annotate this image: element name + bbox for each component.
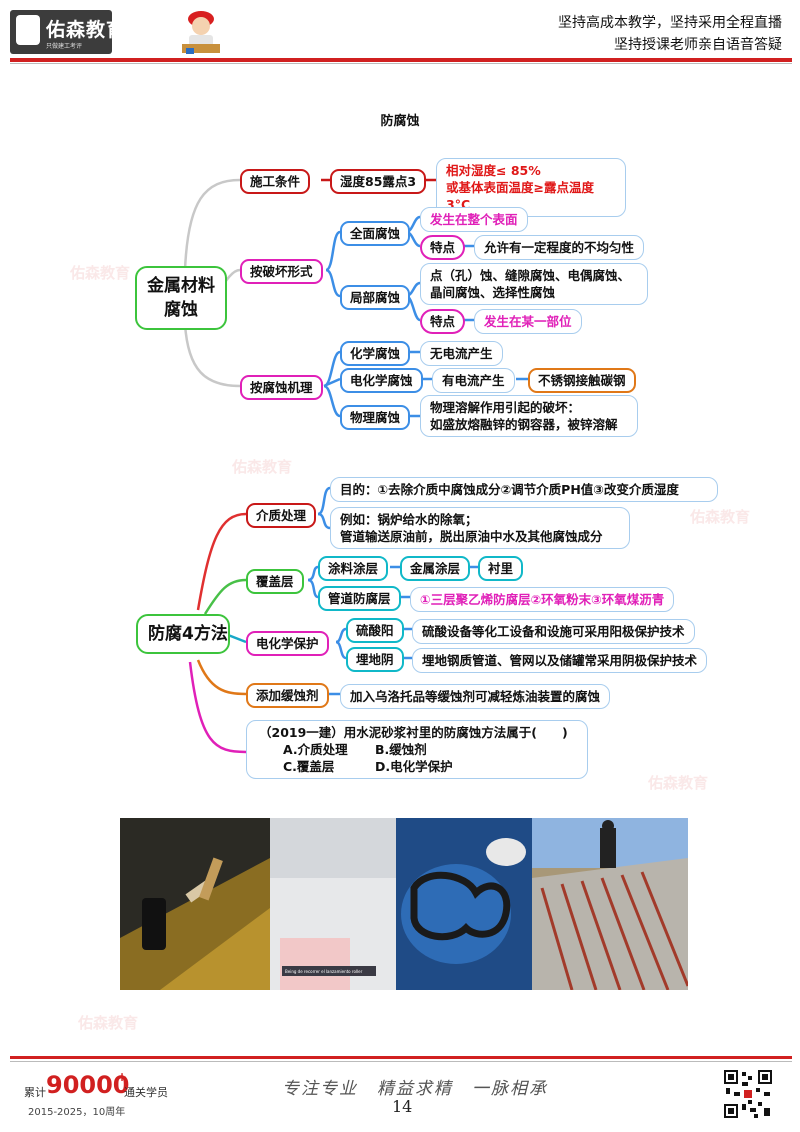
logo-text: 佑森教育	[46, 19, 127, 41]
watermark: 佑森教育	[232, 458, 293, 476]
page-number: 14	[392, 1097, 413, 1116]
section-title: 防腐蚀	[380, 114, 420, 129]
photo-caption: Being de recorrer el lanzamiento roller	[285, 969, 363, 974]
node-metal-coating: 金属涂层	[400, 556, 471, 581]
stat-suffix: 通关学员	[124, 1086, 168, 1099]
box-medium-example: 例如：锅炉给水的除氧； 管道输送原油前，脱出原油中水及其他腐蚀成分	[330, 507, 630, 549]
box-anodic-text: 硫酸设备等化工设备和设施可采用阳极保护技术	[412, 619, 695, 644]
node-cover-layer: 覆盖层	[246, 569, 304, 594]
node-medium-treatment: 介质处理	[246, 503, 317, 528]
root-line-1: 金属材料	[147, 276, 215, 296]
node-uniform-corrosion: 全面腐蚀	[340, 221, 411, 246]
node-humidity-dewpoint: 湿度85露点3	[330, 169, 427, 194]
slogan-line-2: 坚持授课老师亲自语音答疑	[614, 37, 782, 53]
watermark: 佑森教育	[78, 1014, 139, 1032]
option-d: D.电化学保护	[375, 759, 453, 774]
photo-roof-spraying	[532, 818, 688, 990]
root-line-2: 腐蚀	[164, 300, 198, 320]
footer-divider-thin	[10, 1061, 792, 1062]
watermark: 佑森教育	[70, 264, 131, 282]
box-cathodic-text: 埋地钢质管道、管网以及储罐常采用阴极保护技术	[412, 648, 708, 673]
node-cathodic: 埋地阴	[346, 647, 404, 672]
node-construction-conditions: 施工条件	[240, 169, 311, 194]
option-a: A.介质处理	[283, 742, 348, 757]
question-stem: （2019一建）用水泥砂浆衬里的防腐蚀方法属于( )	[259, 725, 568, 740]
node-lining: 衬里	[478, 556, 524, 581]
logo-seal-icon	[16, 15, 40, 45]
root-metal-corrosion: 金属材料 腐蚀	[135, 266, 227, 330]
photo-blasted-part	[396, 818, 532, 990]
footer-divider	[10, 1056, 792, 1059]
box-uneven-allowed: 允许有一定程度的不均匀性	[474, 235, 645, 260]
slogan: 坚持高成本教学，坚持采用全程直播 坚持授课老师亲自语音答疑	[558, 12, 782, 56]
node-feature-uniform: 特点	[420, 235, 466, 260]
question-options-row-2: C.覆盖层 D.电化学保护	[259, 758, 575, 775]
header-divider	[10, 58, 792, 62]
box-purpose: 目的：①去除介质中腐蚀成分②调节介质PH值③改变介质湿度	[330, 477, 718, 502]
watermark: 佑森教育	[690, 508, 751, 526]
physical-line-2: 如盛放熔融锌的钢容器，被锌溶解	[430, 417, 618, 432]
header-divider-thin	[10, 63, 792, 64]
box-whole-surface: 发生在整个表面	[420, 207, 528, 232]
box-local-types: 点（孔）蚀、缝隙腐蚀、电偶腐蚀、 晶间腐蚀、选择性腐蚀	[420, 263, 648, 305]
root-four-methods: 防腐4方法	[136, 614, 230, 654]
node-stainless-carbon: 不锈钢接触碳钢	[528, 368, 636, 393]
watermark: 佑森教育	[648, 774, 709, 792]
logo-subtitle: 只做建工考评	[46, 43, 83, 50]
stat-number: 90000	[46, 1071, 130, 1099]
box-no-current: 无电流产生	[420, 341, 503, 366]
node-add-inhibitor: 添加缓蚀剂	[246, 683, 329, 708]
node-by-mechanism: 按腐蚀机理	[240, 375, 323, 400]
photo-brush-coating	[120, 818, 270, 990]
mind-map-connectors	[183, 178, 528, 754]
qr-code-icon	[722, 1068, 774, 1120]
node-physical-corrosion: 物理腐蚀	[340, 405, 411, 430]
example-line-1: 例如：锅炉给水的除氧；	[340, 512, 478, 527]
physical-line-1: 物理溶解作用引起的破坏：	[430, 400, 581, 415]
node-electrochemical-corrosion: 电化学腐蚀	[340, 368, 423, 393]
node-feature-local: 特点	[420, 309, 466, 334]
box-with-current: 有电流产生	[432, 368, 515, 393]
slogan-line-1: 坚持高成本教学，坚持采用全程直播	[558, 15, 782, 31]
option-c: C.覆盖层	[283, 759, 335, 774]
stat-plus: +	[117, 1070, 128, 1084]
footer-motto: 专注专业 精益求精 一脉相承	[282, 1079, 548, 1099]
node-anodic: 硫酸阳	[346, 618, 404, 643]
local-types-line-1: 点（孔）蚀、缝隙腐蚀、电偶腐蚀、	[430, 268, 631, 283]
box-some-part: 发生在某一部位	[474, 309, 582, 334]
question-options-row-1: A.介质处理 B.缓蚀剂	[259, 741, 575, 758]
box-physical-detail: 物理溶解作用引起的破坏： 如盛放熔融锌的钢容器，被锌溶解	[420, 395, 638, 437]
box-pipe-layers: ①三层聚乙烯防腐层②环氧粉末③环氧煤沥青	[410, 587, 675, 612]
node-pipe-anticorrosion: 管道防腐层	[318, 586, 401, 611]
stat-prefix: 累计	[24, 1086, 46, 1099]
node-electrochemical-protection: 电化学保护	[246, 631, 329, 656]
node-by-damage-form: 按破坏形式	[240, 259, 323, 284]
photo-spray-roller: Being de recorrer el lanzamiento roller	[270, 818, 396, 990]
stat-years: 2015-2025，10周年	[28, 1107, 126, 1118]
question-box: （2019一建）用水泥砂浆衬里的防腐蚀方法属于( ) A.介质处理 B.缓蚀剂 C…	[246, 720, 588, 779]
node-paint-coating: 涂料涂层	[318, 556, 389, 581]
node-chemical-corrosion: 化学腐蚀	[340, 341, 411, 366]
box-inhibitor-text: 加入乌洛托品等缓蚀剂可减轻炼油装置的腐蚀	[340, 684, 611, 709]
example-line-2: 管道输送原油前，脱出原油中水及其他腐蚀成分	[340, 529, 603, 544]
node-local-corrosion: 局部腐蚀	[340, 285, 411, 310]
mascot-icon	[182, 11, 220, 54]
option-b: B.缓蚀剂	[375, 742, 427, 757]
humidity-line-1: 相对湿度≤ 85%	[446, 163, 541, 178]
local-types-line-2: 晶间腐蚀、选择性腐蚀	[430, 285, 556, 300]
